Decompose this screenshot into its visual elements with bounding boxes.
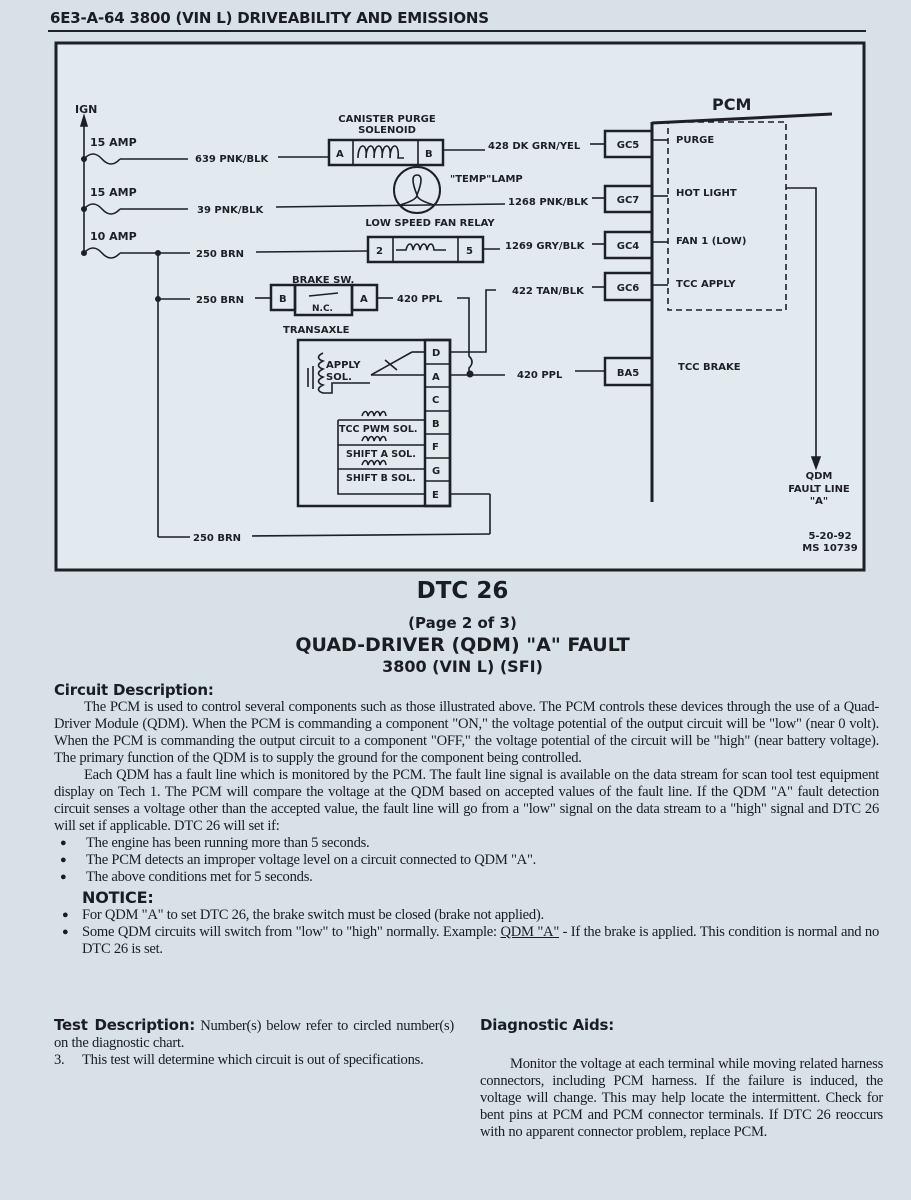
notice-text: For QDM "A" to set DTC 26, the brake swi… xyxy=(82,907,544,923)
diagnostic-aids-text: Monitor the voltage at each terminal whi… xyxy=(480,1056,883,1140)
pcm-label: PCM xyxy=(712,95,751,114)
coil-icon xyxy=(357,145,404,159)
pcm-circuit-label: HOT LIGHT xyxy=(676,188,737,199)
fuse-icon xyxy=(83,153,121,165)
wire-label: 39 PNK/BLK xyxy=(197,205,264,216)
ign-arrow-icon xyxy=(79,113,89,127)
switch-contact-icon xyxy=(308,292,339,297)
fuse-label: 15 AMP xyxy=(90,136,137,149)
page-header: 6E3-A-64 3800 (VIN L) DRIVEABILITY AND E… xyxy=(50,9,489,27)
fault-title: QUAD-DRIVER (QDM) "A" FAULT xyxy=(295,634,630,656)
brake-switch-label: BRAKE SW. xyxy=(292,275,354,286)
apply-sol-label: SOL. xyxy=(326,372,352,383)
connector-pin: A xyxy=(432,372,440,383)
fault-line-arrow-icon xyxy=(810,456,822,471)
pcm-circuit-label: PURGE xyxy=(676,135,714,146)
notice-heading: NOTICE: xyxy=(82,888,154,907)
wire-label: 420 PPL xyxy=(397,294,443,305)
notice-text: Some QDM circuits will switch from "low"… xyxy=(82,924,501,940)
wire-label: 639 PNK/BLK xyxy=(195,154,269,165)
relay-pin: 2 xyxy=(376,246,383,257)
wire-label: 1268 PNK/BLK xyxy=(508,197,589,208)
dtc-title: DTC 26 xyxy=(416,578,509,604)
wire-label: 250 BRN xyxy=(196,249,244,260)
relay-pin: 5 xyxy=(466,246,473,257)
brake-nc-label: N.C. xyxy=(312,304,333,314)
wire-label: 428 DK GRN/YEL xyxy=(488,141,581,152)
pcm-pin: GC6 xyxy=(617,283,640,294)
test-item-number: 3. xyxy=(54,1052,65,1068)
wiring-diagram: IGN 15 AMP 15 AMP 10 AMP 639 PNK/BLK 39 … xyxy=(54,41,866,572)
apply-solenoid-coil-icon xyxy=(317,352,370,394)
connector-pin: D xyxy=(432,348,440,359)
diagnostic-aids: Diagnostic Aids: Monitor the voltage at … xyxy=(480,1016,883,1141)
wire-label: 250 BRN xyxy=(196,295,244,306)
ign-label: IGN xyxy=(75,103,97,116)
fuse-label: 10 AMP xyxy=(90,230,137,243)
wire-label: 420 PPL xyxy=(517,370,563,381)
canister-label: SOLENOID xyxy=(358,125,416,136)
circuit-paragraph: The PCM is used to control several compo… xyxy=(54,699,879,766)
connector-pin: E xyxy=(432,490,439,501)
pcm-circuit-label: TCC APPLY xyxy=(676,279,736,290)
notice-bullet: Some QDM circuits will switch from "low"… xyxy=(54,924,879,958)
page-indicator: (Page 2 of 3) xyxy=(408,614,517,632)
shift-a-label: SHIFT A SOL. xyxy=(346,449,416,460)
qdm-label: QDM xyxy=(806,471,833,482)
test-description: Test Description: Number(s) below refer … xyxy=(54,1016,454,1069)
condition-bullet: The PCM detects an improper voltage leve… xyxy=(54,852,879,869)
connector-pin: C xyxy=(432,395,439,406)
brake-pin: B xyxy=(279,294,287,305)
qdm-label: "A" xyxy=(810,496,828,507)
header-rule xyxy=(48,30,866,32)
transaxle-label: TRANSAXLE xyxy=(283,325,350,336)
circuit-paragraph: Each QDM has a fault line which is monit… xyxy=(54,767,879,834)
notice-bullet: For QDM "A" to set DTC 26, the brake swi… xyxy=(54,907,879,924)
pcm-pin: BA5 xyxy=(617,368,639,379)
test-intro: Number(s) below refer to circled number(… xyxy=(54,1018,454,1051)
fuse-icon xyxy=(83,247,121,259)
diagram-date: 5-20-92 xyxy=(808,531,851,542)
test-description-heading: Test Description: xyxy=(54,1016,196,1034)
pcm-pin: GC7 xyxy=(617,195,640,206)
diagnostic-aids-heading: Diagnostic Aids: xyxy=(480,1016,615,1034)
circuit-description-heading: Circuit Description: xyxy=(54,681,214,699)
circuit-description: Circuit Description: The PCM is used to … xyxy=(54,681,879,958)
connector-pin: F xyxy=(432,442,439,453)
pcm-circuit-label: TCC BRAKE xyxy=(678,362,741,373)
wire-label: 250 BRN xyxy=(193,533,241,544)
pcm-pin: GC5 xyxy=(617,140,640,151)
relay-coil-icon xyxy=(396,243,446,251)
shift-b-label: SHIFT B SOL. xyxy=(346,473,416,484)
apply-sol-label: APPLY xyxy=(326,360,361,371)
qdm-label: FAULT LINE xyxy=(788,484,850,495)
temp-lamp-label: "TEMP"LAMP xyxy=(450,174,523,185)
condition-bullet: The engine has been running more than 5 … xyxy=(54,835,879,852)
test-item-text: This test will determine which circuit i… xyxy=(82,1052,424,1068)
wire-label: 1269 GRY/BLK xyxy=(505,241,586,252)
canister-label: CANISTER PURGE xyxy=(338,114,436,125)
connector-pin: B xyxy=(432,419,440,430)
fuse-label: 15 AMP xyxy=(90,186,137,199)
lamp-icon xyxy=(393,166,441,214)
fuse-icon xyxy=(83,203,121,215)
fan-relay-label: LOW SPEED FAN RELAY xyxy=(365,218,495,229)
condition-bullet: The above conditions met for 5 seconds. xyxy=(54,869,879,886)
notice-example: QDM "A" xyxy=(500,924,560,940)
pin-dividers xyxy=(425,363,450,482)
brake-pin: A xyxy=(360,294,368,305)
diagram-frame xyxy=(54,41,866,572)
diagram-ms-number: MS 10739 xyxy=(802,543,857,554)
solenoid-pin: B xyxy=(425,149,433,160)
notice-text: - If the brake is applied. This conditio… xyxy=(82,924,879,957)
test-item: 3. This test will determine which circui… xyxy=(54,1052,454,1069)
pcm-pin: GC4 xyxy=(617,241,640,252)
engine-title: 3800 (VIN L) (SFI) xyxy=(382,657,543,676)
solenoid-pin: A xyxy=(336,149,344,160)
pcm-circuit-label: FAN 1 (LOW) xyxy=(676,236,746,247)
wire-label: 422 TAN/BLK xyxy=(512,286,585,297)
connector-pin: G xyxy=(432,466,440,477)
tcc-pwm-label: TCC PWM SOL. xyxy=(339,424,418,435)
